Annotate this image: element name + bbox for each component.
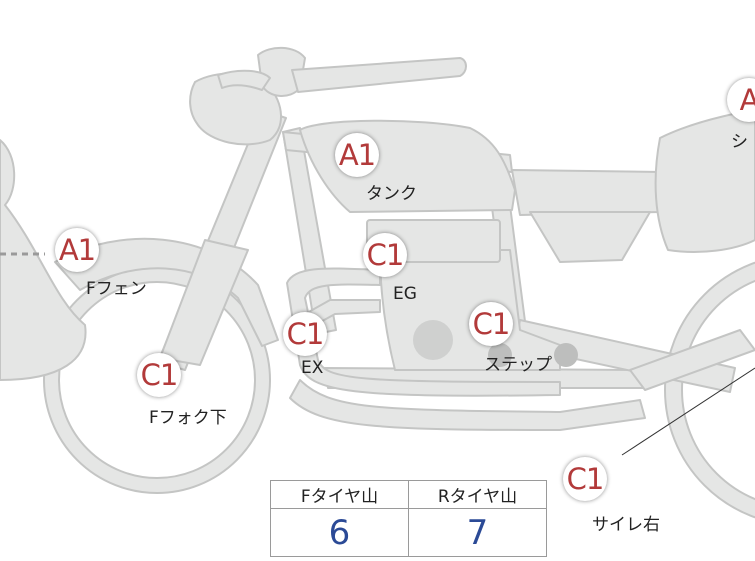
- label-step: ステップ: [484, 355, 552, 375]
- tire-tread-table: Fタイヤ山 Rタイヤ山 6 7: [270, 480, 547, 557]
- label-front-fork-lower: Fフォク下: [149, 408, 227, 428]
- badge-engine: C1: [363, 233, 407, 277]
- label-front-fender: Fフェン: [86, 279, 147, 299]
- badge-muffler-right: C1: [563, 457, 607, 501]
- badge-step: C1: [469, 302, 513, 346]
- rear-tire-value: 7: [408, 508, 547, 557]
- label-engine: EG: [393, 284, 417, 304]
- front-tire-value: 6: [270, 508, 409, 557]
- leader-line: [621, 367, 755, 456]
- badge-front-fork-lower: C1: [137, 353, 181, 397]
- seat-shape: [654, 109, 755, 253]
- label-exhaust: EX: [301, 358, 324, 378]
- badge-seat: A: [727, 78, 755, 122]
- badge-tank: A1: [335, 133, 379, 177]
- front-tire-header: Fタイヤ山: [270, 480, 409, 509]
- badge-exhaust: C1: [283, 312, 327, 356]
- label-tank: タンク: [366, 184, 417, 204]
- badge-front-fender: A1: [55, 228, 99, 272]
- label-seat: シ: [731, 132, 748, 152]
- left-fairing-shape: [0, 139, 87, 381]
- label-muffler-right: サイレ右: [592, 515, 660, 535]
- rear-tire-header: Rタイヤ山: [408, 480, 547, 509]
